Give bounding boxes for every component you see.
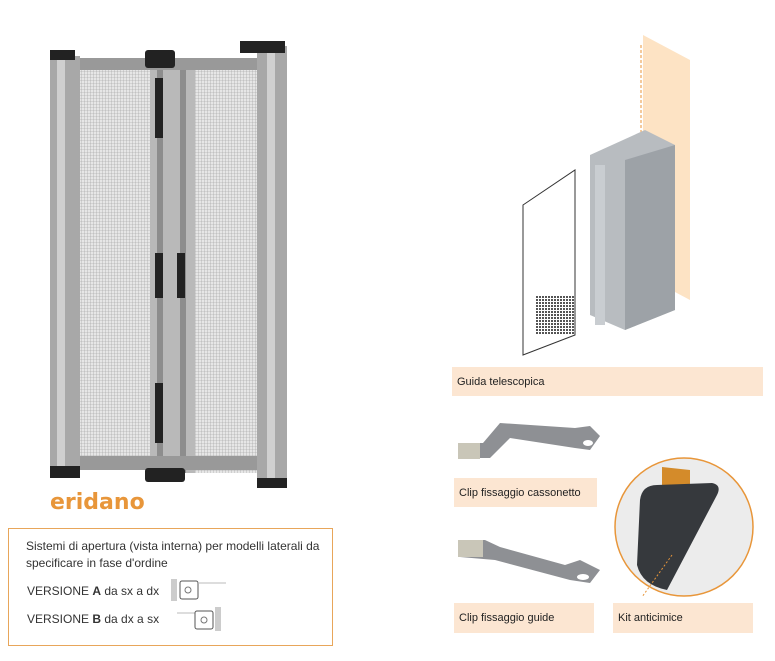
version-a-icon bbox=[171, 579, 226, 601]
kit-anticimice-image bbox=[614, 457, 754, 598]
version-a-letter: A bbox=[92, 584, 102, 598]
clip-cassonetto-image bbox=[458, 423, 600, 459]
version-a-prefix: VERSIONE bbox=[27, 584, 93, 598]
version-b-label: VERSIONE B da dx a sx bbox=[27, 612, 159, 626]
opening-systems-box: Sistemi di apertura (vista interna) per … bbox=[8, 528, 333, 646]
label-clip-cassonetto: Clip fissaggio cassonetto bbox=[454, 478, 597, 507]
opening-description: Sistemi di apertura (vista interna) per … bbox=[26, 539, 320, 570]
version-b-suffix: da dx a sx bbox=[101, 612, 160, 626]
label-kit-anticimice: Kit anticimice bbox=[613, 603, 753, 633]
brand-name: eridano bbox=[50, 490, 145, 515]
version-a-label: VERSIONE A da sx a dx bbox=[27, 584, 159, 598]
clip-guide-image bbox=[458, 540, 600, 583]
version-b-letter: B bbox=[92, 612, 102, 626]
telescopic-guide-image bbox=[522, 35, 690, 356]
version-b-prefix: VERSIONE bbox=[27, 612, 93, 626]
version-b-icon bbox=[177, 607, 221, 631]
version-a-suffix: da sx a dx bbox=[101, 584, 160, 598]
label-guida-telescopica: Guida telescopica bbox=[452, 367, 763, 396]
label-clip-guide: Clip fissaggio guide bbox=[454, 603, 594, 633]
pleated-door-image bbox=[50, 41, 287, 488]
